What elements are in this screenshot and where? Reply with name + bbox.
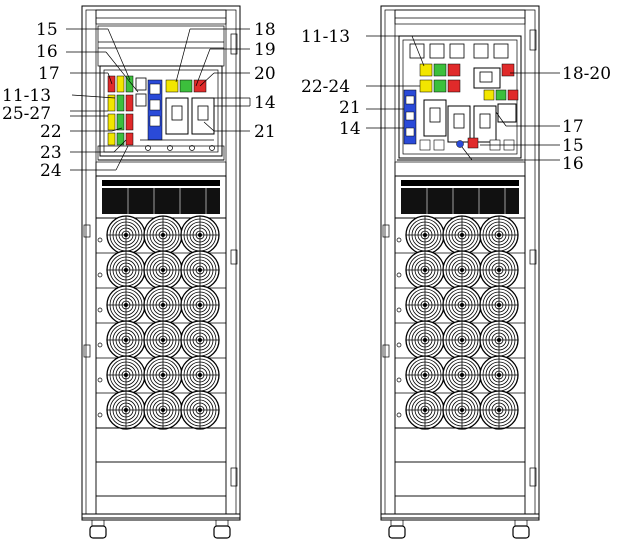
left-label-21: 21 xyxy=(254,122,276,142)
left-label-15: 15 xyxy=(36,20,58,40)
right-control-unit xyxy=(394,161,526,219)
right-label-11-13: 11-13 xyxy=(301,27,350,47)
left-breaker-terminals xyxy=(107,75,215,151)
left-label-16: 16 xyxy=(36,42,58,62)
right-label-18-20: 18-20 xyxy=(562,64,611,84)
right-label-15: 15 xyxy=(562,136,584,156)
left-label-24: 24 xyxy=(40,161,62,181)
left-callout-labels: 15 16 17 11-13 25-27 22 23 24 18 19 20 1… xyxy=(2,20,276,181)
left-fan-modules xyxy=(95,215,227,515)
left-leader-lines xyxy=(66,28,251,171)
left-label-25-27: 25-27 xyxy=(2,104,51,124)
right-label-16: 16 xyxy=(562,154,584,174)
left-label-20: 20 xyxy=(254,64,276,84)
left-label-17: 17 xyxy=(38,64,60,84)
right-label-17: 17 xyxy=(562,117,584,137)
right-casters xyxy=(380,513,540,539)
left-label-14: 14 xyxy=(254,93,276,113)
right-breaker-terminals xyxy=(403,43,519,151)
right-leader-lines xyxy=(366,35,560,161)
left-label-18: 18 xyxy=(254,20,276,40)
left-label-19: 19 xyxy=(254,40,276,60)
left-label-11-13: 11-13 xyxy=(2,86,51,106)
left-label-22: 22 xyxy=(40,122,62,142)
left-label-23: 23 xyxy=(40,143,62,163)
right-label-22-24: 22-24 xyxy=(301,77,350,97)
right-label-21: 21 xyxy=(339,98,361,118)
left-casters xyxy=(81,513,241,539)
right-callout-labels: 11-13 22-24 21 14 18-20 17 15 16 xyxy=(301,27,611,174)
right-label-14: 14 xyxy=(339,119,361,139)
left-control-unit xyxy=(95,161,227,219)
right-fan-modules xyxy=(394,215,526,515)
